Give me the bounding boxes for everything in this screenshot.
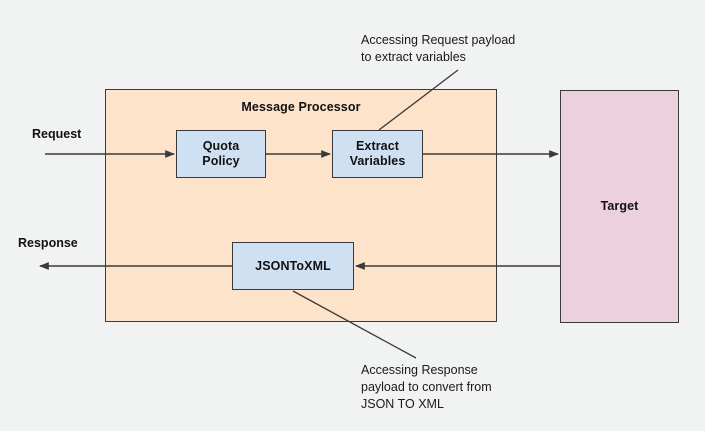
leader-line-response-annotation (292, 290, 417, 359)
quota-policy-node[interactable]: Quota Policy (176, 130, 266, 178)
quota-policy-label: Quota Policy (202, 139, 240, 168)
annotation-response-payload: Accessing Response payload to convert fr… (361, 363, 492, 411)
response-flow-label: Response (18, 236, 78, 250)
annotation-request-payload: Accessing Request payload to extract var… (361, 33, 516, 64)
request-flow-label: Request (32, 127, 82, 141)
message-processor-label: Message Processor (241, 100, 361, 114)
jsontoxml-node[interactable]: JSONToXML (232, 242, 354, 290)
target-label: Target (600, 199, 639, 214)
extract-variables-label: Extract Variables (349, 139, 406, 168)
jsontoxml-label: JSONToXML (255, 258, 331, 273)
target-container[interactable]: Target (560, 90, 679, 323)
leader-line-request-annotation (378, 69, 459, 131)
extract-variables-node[interactable]: Extract Variables (332, 130, 423, 178)
